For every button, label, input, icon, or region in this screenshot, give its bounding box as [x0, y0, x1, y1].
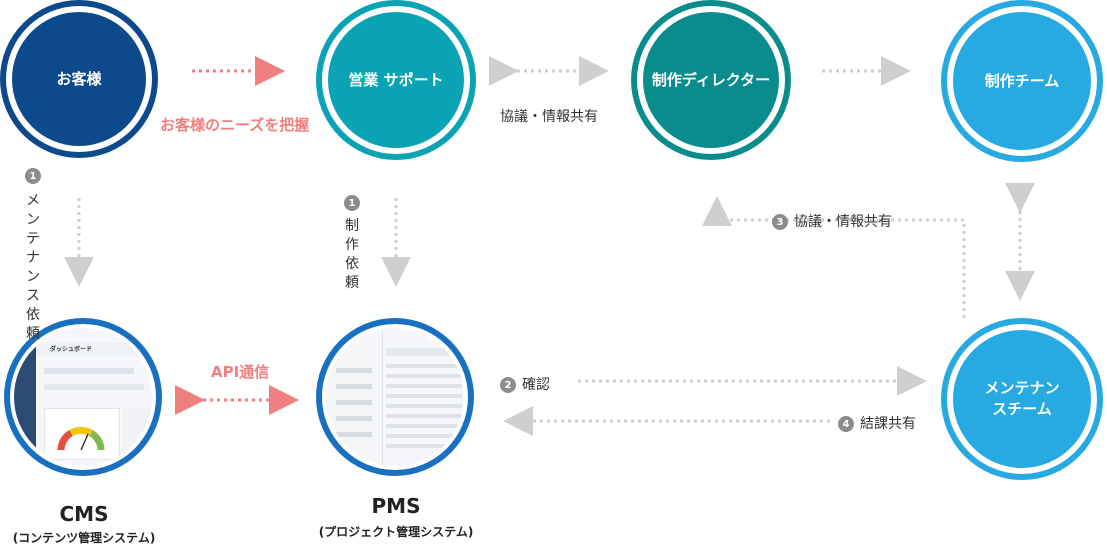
consult-mid-label: 3 協議・情報共有 — [772, 211, 892, 231]
maintenance-label-2: スチーム — [992, 400, 1052, 418]
director-label: 制作ディレクター — [651, 70, 771, 89]
badge-1a: 1 — [25, 168, 41, 184]
consult-mid-text: 協議・情報共有 — [794, 214, 892, 230]
cms-desc: (コンテンツ管理システム) — [12, 531, 156, 545]
customer-label: お客様 — [56, 69, 102, 88]
badge-3: 3 — [772, 214, 788, 230]
result-text: 結課共有 — [860, 416, 916, 432]
confirm-text: 確認 — [522, 377, 550, 393]
director-node: 制作ディレクター — [631, 0, 791, 160]
badge-4: 4 — [838, 416, 854, 432]
pms-desc: (プロジェクト管理システム) — [318, 525, 474, 539]
confirm-label: 2 確認 — [500, 374, 550, 394]
consult-top-label: 協議・情報共有 — [500, 109, 598, 125]
production-label: 制作チーム — [984, 71, 1060, 90]
cms-screenshot: ダッシュボード — [14, 328, 152, 466]
badge-1b: 1 — [344, 195, 360, 211]
cms-node: ダッシュボード — [4, 318, 162, 476]
badge-2: 2 — [500, 377, 516, 393]
sales-node: 営業 サポート — [316, 0, 476, 160]
maintenance-request-text: メンテナンス依頼 — [26, 193, 40, 342]
cms-screen-title: ダッシュボード — [50, 346, 93, 353]
needs-label: お客様のニーズを把握 — [160, 116, 310, 134]
maintenance-label-1: メンテナン — [984, 379, 1060, 397]
maintenance-node: メンテナン スチーム — [941, 318, 1103, 480]
maintenance-director-arrow — [702, 196, 966, 318]
pms-screenshot — [326, 328, 464, 466]
pms-title: PMS — [371, 494, 421, 518]
result-label: 4 結課共有 — [838, 413, 916, 433]
customer-node: お客様 — [0, 0, 158, 158]
api-label: API通信 — [211, 363, 270, 381]
sales-label: 営業 サポート — [348, 70, 444, 89]
production-request-text: 制作依頼 — [345, 218, 359, 291]
pms-node — [316, 318, 474, 476]
production-node: 制作チーム — [941, 0, 1103, 162]
cms-title: CMS — [59, 502, 109, 526]
gauge-icon — [57, 426, 105, 451]
